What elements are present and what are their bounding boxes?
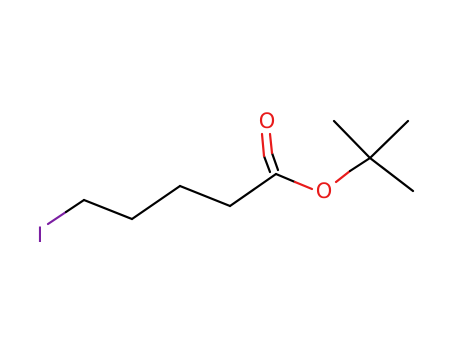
bond-i-c1-carbon-half	[64, 198, 86, 214]
bond-c1-c2	[82, 198, 134, 221]
bond-c5-o-single-red	[293, 180, 314, 191]
bond-c5-o-single	[274, 172, 297, 184]
bond-cq-me3	[368, 156, 415, 193]
carbonyl-oxygen-label: O	[259, 109, 276, 133]
ester-oxygen-label: O	[316, 179, 333, 203]
bond-cq-me1	[332, 119, 372, 160]
bond-c5-o-double-b-red	[268, 132, 274, 155]
bond-c3-c4	[178, 184, 232, 208]
bond-cq-me2	[368, 119, 410, 160]
bond-c5-o-double-b	[270, 151, 280, 172]
bond-c5-o-double-a-red	[260, 132, 266, 158]
bond-o-cq	[348, 156, 372, 173]
bond-c5-o-double-a	[262, 154, 272, 174]
bond-c4-c5	[228, 172, 278, 208]
bond-c2-c3	[130, 184, 182, 221]
iodine-atom-label: I	[37, 223, 43, 247]
bond-o-cq-red	[334, 169, 352, 184]
bond-i-c1-iodine-half	[46, 210, 68, 226]
